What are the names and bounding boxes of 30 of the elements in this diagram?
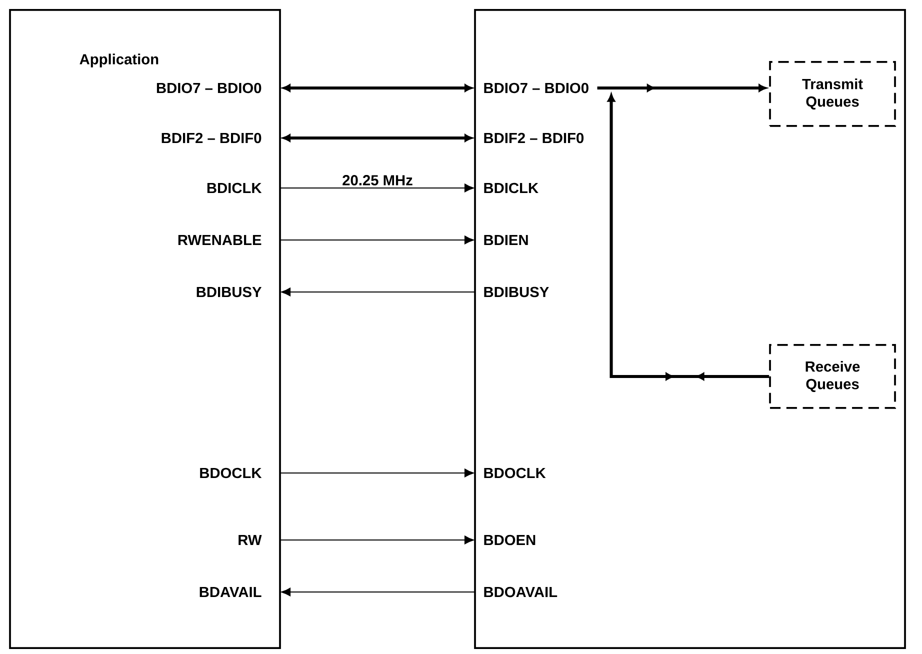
pin-label: BDIEN <box>484 234 528 246</box>
edge-label: 20.25 MHz <box>340 174 414 187</box>
pin-label: RW <box>238 534 262 546</box>
pin-label: BDICLK <box>484 182 538 194</box>
arrow <box>281 288 476 296</box>
pin-label: BDIO7 – BDIO0 <box>484 82 588 94</box>
pin-label: BDOEN <box>484 534 536 546</box>
arrow <box>282 134 472 142</box>
pin-label: RWENABLE <box>178 234 262 246</box>
pin-label: BDICLK <box>207 182 262 194</box>
arrow <box>280 468 474 478</box>
arrow <box>280 536 474 544</box>
pin-label: BDOCLK <box>200 468 262 478</box>
pin-label: BDAVAIL <box>200 586 262 598</box>
queue-box: Transmit Queues <box>769 61 896 127</box>
arrow <box>281 588 476 596</box>
arrow <box>282 84 472 92</box>
pin-label: BDOCLK <box>484 468 546 478</box>
pin-label: BDOAVAIL <box>484 586 558 598</box>
queue-box: Receive Queues <box>769 344 896 409</box>
block-box <box>474 9 906 649</box>
arrow <box>608 94 770 380</box>
pin-label: BDIBUSY <box>484 286 549 298</box>
pin-label: BDIO7 – BDIO0 <box>156 82 262 94</box>
pin-label: BDIF2 – BDIF0 <box>162 132 262 144</box>
arrow <box>597 84 766 92</box>
pin-label: BDIF2 – BDIF0 <box>484 132 584 144</box>
arrow <box>280 236 474 244</box>
pin-label: BDIBUSY <box>196 286 262 298</box>
arrow <box>280 184 474 192</box>
